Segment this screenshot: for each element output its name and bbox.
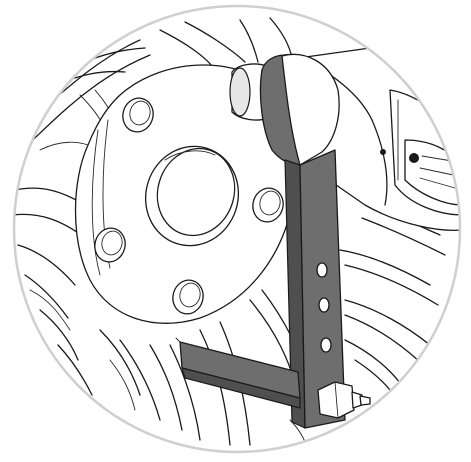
- wheel-hub: [74, 64, 298, 324]
- adjustment-hole: [316, 262, 328, 278]
- bracket-adjustment-holes: [316, 262, 332, 353]
- adjustment-hole: [320, 337, 332, 353]
- horizontal-bracket-arm: [175, 337, 301, 409]
- bolt-hole: [94, 227, 126, 263]
- adjustment-hole: [318, 297, 330, 313]
- bolt-hole: [172, 279, 204, 315]
- center-bore: [144, 145, 240, 247]
- detail-view-frame: [12, 4, 462, 454]
- hub-bolt-holes: [94, 97, 284, 315]
- adjustment-nut-bolt: [317, 381, 371, 419]
- bolt-hole: [122, 97, 154, 133]
- bolt-hole: [252, 187, 284, 223]
- mounting-bracket-arm: [284, 149, 346, 429]
- bracket-clamp-collar: [259, 53, 340, 166]
